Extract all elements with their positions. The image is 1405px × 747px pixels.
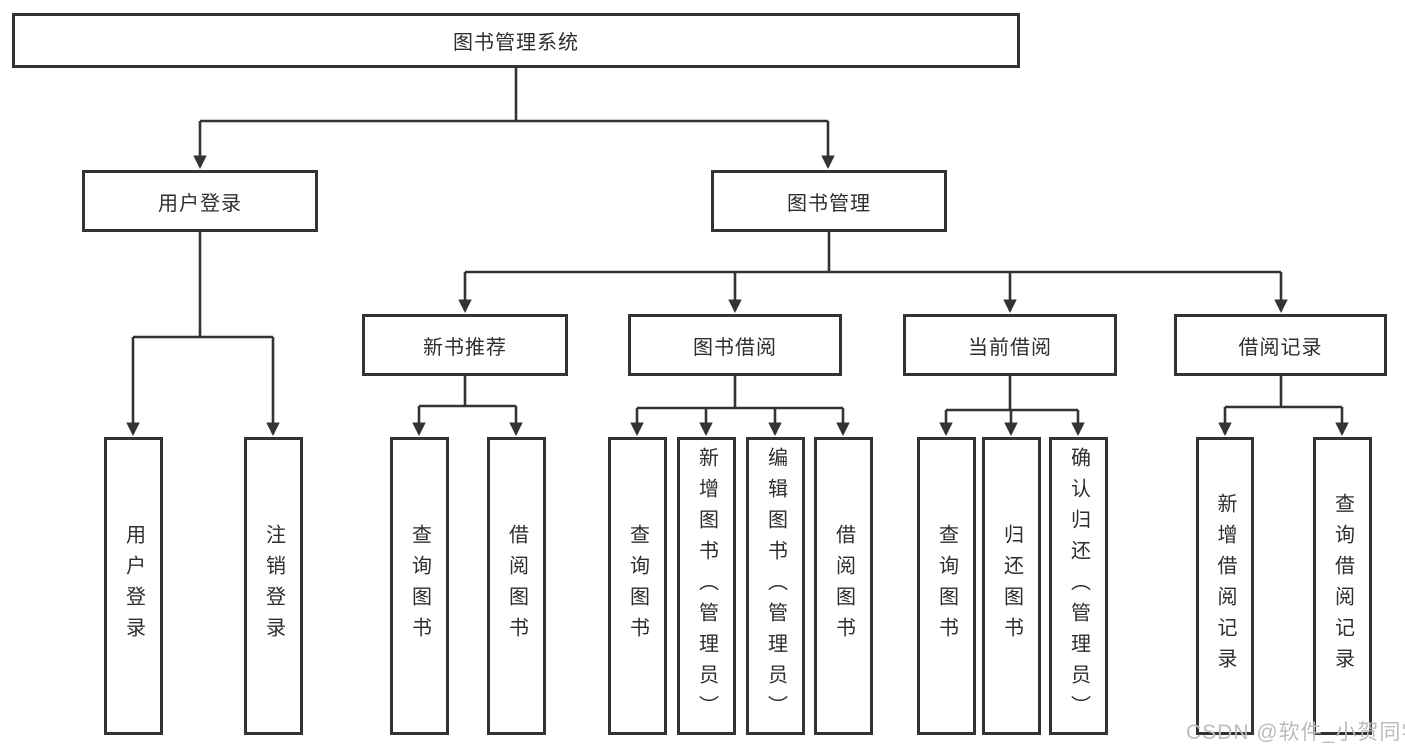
leaf-add-books-admin-label: 新增图书（管理员） <box>695 446 718 726</box>
wires-new-books-children <box>412 376 523 437</box>
leaf-logout: 注销登录 <box>244 437 303 735</box>
node-borrow-records: 借阅记录 <box>1174 314 1387 376</box>
leaf-user-login-label: 用户登录 <box>122 524 145 648</box>
leaf-confirm-return-admin: 确认归还（管理员） <box>1049 437 1108 735</box>
leaf-logout-label: 注销登录 <box>262 524 285 648</box>
node-user-login: 用户登录 <box>82 170 318 232</box>
leaf-current-query-books: 查询图书 <box>917 437 976 735</box>
leaf-new-query-books-label: 查询图书 <box>408 524 431 648</box>
leaf-edit-books-admin-label: 编辑图书（管理员） <box>764 446 787 726</box>
wires-records-children <box>1218 376 1349 437</box>
csdn-watermark: CSDN @软件_小贺同学 <box>1186 721 1405 744</box>
node-root-label: 图书管理系统 <box>453 32 579 54</box>
wires-root-to-level2 <box>193 68 835 170</box>
node-new-books: 新书推荐 <box>362 314 568 376</box>
leaf-new-query-books: 查询图书 <box>390 437 449 735</box>
leaf-new-borrow-books: 借阅图书 <box>487 437 546 735</box>
leaf-add-books-admin: 新增图书（管理员） <box>677 437 736 735</box>
node-book-borrow: 图书借阅 <box>628 314 842 376</box>
wires-borrow-children <box>630 376 850 437</box>
leaf-confirm-return-admin-label: 确认归还（管理员） <box>1067 446 1090 726</box>
leaf-current-query-books-label: 查询图书 <box>935 524 958 648</box>
node-book-borrow-label: 图书借阅 <box>693 336 777 359</box>
node-root: 图书管理系统 <box>12 13 1020 68</box>
node-current-borrow-label: 当前借阅 <box>968 336 1052 359</box>
leaf-user-login: 用户登录 <box>104 437 163 735</box>
wires-user-login-children <box>126 232 280 437</box>
node-user-login-label: 用户登录 <box>158 192 242 215</box>
leaf-borrow-books: 借阅图书 <box>814 437 873 735</box>
node-book-mgmt-label: 图书管理 <box>787 192 871 215</box>
leaf-add-borrow-record: 新增借阅记录 <box>1196 437 1254 735</box>
wires-current-children <box>939 376 1085 437</box>
leaf-return-books-label: 归还图书 <box>1000 524 1023 648</box>
leaf-borrow-query-books-label: 查询图书 <box>626 524 649 648</box>
node-new-books-label: 新书推荐 <box>423 336 507 359</box>
leaf-borrow-query-books: 查询图书 <box>608 437 667 735</box>
wires-book-mgmt-children <box>458 232 1288 314</box>
node-book-mgmt: 图书管理 <box>711 170 947 232</box>
leaf-borrow-books-label: 借阅图书 <box>832 524 855 648</box>
leaf-query-borrow-record-label: 查询借阅记录 <box>1331 493 1354 679</box>
leaf-new-borrow-books-label: 借阅图书 <box>505 524 528 648</box>
leaf-edit-books-admin: 编辑图书（管理员） <box>746 437 805 735</box>
node-current-borrow: 当前借阅 <box>903 314 1117 376</box>
node-borrow-records-label: 借阅记录 <box>1238 336 1323 359</box>
leaf-add-borrow-record-label: 新增借阅记录 <box>1214 493 1236 679</box>
leaf-query-borrow-record: 查询借阅记录 <box>1313 437 1372 735</box>
leaf-return-books: 归还图书 <box>982 437 1041 735</box>
